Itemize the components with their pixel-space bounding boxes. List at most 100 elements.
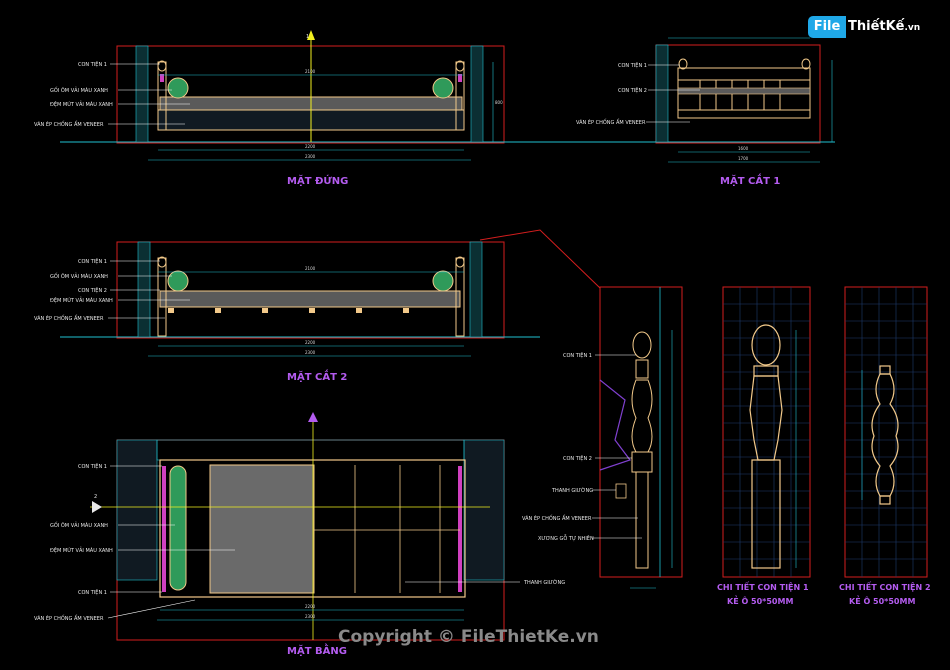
plan-axis-number: 2 (94, 494, 97, 500)
post-detail-turned-post (631, 331, 653, 569)
section1-label-van-ep: VÁN ÉP CHỐNG ẨM VENEER (576, 118, 646, 126)
plan-label-con-tien-1-bottom: CON TIỆN 1 (78, 588, 107, 596)
post-detail-label-con-tien-1: CON TIỆN 1 (563, 351, 592, 359)
section1-label-con-tien-2: CON TIỆN 2 (618, 86, 647, 94)
elevation-right-finial (455, 60, 465, 72)
spindle1-grid (723, 287, 810, 577)
elevation-right-pillow (432, 77, 454, 99)
plan-left-magenta-strip (162, 466, 166, 592)
post-detail-label-van-ep: VÁN ÉP CHỐNG ẨM VENEER (522, 514, 592, 522)
spindle1-frame (722, 286, 811, 578)
elevation-label-con-tien-1: CON TIỆN 1 (78, 60, 107, 68)
logo-tld: .vn (904, 23, 921, 33)
spindle2-subtitle: KẺ Ô 50*50MM (849, 595, 915, 606)
spindle-2-detail-view: CHI TIẾT CON TIỆN 2 KẺ Ô 50*50MM (839, 286, 931, 606)
section2-right-wall-panel (469, 241, 483, 338)
plan-label-goi-om: GỐI ÔM VẢI MÀU XANH (50, 521, 108, 529)
elevation-axis-marker (307, 30, 315, 40)
elevation-label-dem-mut: ĐỆM MÚT VẢI MÀU XANH (50, 100, 113, 108)
section1-dim-bottom2: 1700 (738, 156, 749, 161)
section-2-view: 2100 2200 2300 CON TIỆN 1 GỐI ÔM VẢI MÀU… (34, 229, 601, 383)
section1-mattress (677, 87, 811, 95)
spindle2-frame (844, 286, 928, 578)
section2-dim-top: 2100 (305, 266, 316, 271)
spindle2-shape (871, 365, 899, 505)
spindle1-shape (749, 324, 783, 569)
post-detail-view: CON TIỆN 1 CON TIỆN 2 THANH GIƯỜNG VÁN É… (522, 286, 683, 589)
plan-label-con-tien-1-top: CON TIỆN 1 (78, 462, 107, 470)
section2-title: MẶT CẮT 2 (287, 368, 347, 383)
section1-right-finial (801, 58, 811, 70)
logo-site-name: ThiếtKế.vn (848, 16, 920, 38)
section2-right-finial (455, 256, 465, 268)
section2-left-wall-panel (137, 241, 151, 338)
section2-label-goi-om: GỐI ÔM VẢI MÀU XANH (50, 272, 108, 280)
plan-left-wall (116, 439, 158, 581)
elevation-right-wall-panel (470, 45, 484, 143)
post-detail-rail (615, 483, 627, 499)
logo-site-text: ThiếtKế (848, 19, 905, 34)
section2-label-dem-mut: ĐỆM MÚT VẢI MÀU XANH (50, 296, 113, 304)
post-detail-label-xuong-go: XƯƠNG GỖ TỰ NHIÊN (538, 534, 594, 542)
section2-label-con-tien-2: CON TIỆN 2 (78, 286, 107, 294)
section2-mattress (159, 290, 461, 308)
section1-left-wall-panel (655, 44, 669, 143)
spindle2-title: CHI TIẾT CON TIỆN 2 (839, 580, 931, 592)
copyright-watermark: Copyright © FileThietKe.vn (338, 627, 599, 647)
spindle1-subtitle: KẺ Ô 50*50MM (727, 595, 793, 606)
section2-right-pillow (432, 270, 454, 292)
elevation-left-post (157, 61, 167, 131)
elevation-left-wall-panel (135, 45, 149, 143)
section2-left-pillow (167, 270, 189, 292)
spindle1-title: CHI TIẾT CON TIỆN 1 (717, 580, 809, 592)
plan-dim-bottom2: 2300 (305, 614, 316, 619)
section2-dim-bottom2: 2300 (305, 350, 316, 355)
section1-dim-bottom1: 1600 (738, 146, 749, 151)
section1-title: MẶT CẮT 1 (720, 172, 780, 187)
section2-left-finial (157, 256, 167, 268)
plan-label-thang-giuong: THANH GIƯỜNG (523, 579, 565, 586)
plan-right-wall (463, 439, 505, 581)
post-detail-frame (599, 286, 683, 578)
logo-file-badge: File (808, 16, 846, 38)
plan-label-dem-mut: ĐỆM MÚT VẢI MÀU XANH (50, 546, 113, 554)
elevation-left-magenta-accent (160, 74, 164, 82)
plan-pillow (169, 465, 187, 591)
elevation-dim-bottom1: 2200 (305, 144, 316, 149)
elevation-axis-number: 1 (306, 34, 309, 40)
plan-slats (313, 465, 460, 593)
elevation-right-magenta-accent (458, 74, 462, 82)
spindle-1-detail-view: CHI TIẾT CON TIỆN 1 KẺ Ô 50*50MM (717, 286, 811, 606)
elevation-dim-bottom2: 2300 (305, 154, 316, 159)
section2-dim-bottom1: 2200 (305, 340, 316, 345)
filethietke-logo[interactable]: File ThiếtKế.vn (808, 14, 923, 40)
plan-view: 2 2200 2300 CON TIỆN 1 GỐI ÔM VẢI MÀU XA… (34, 412, 565, 657)
elevation-dim-top: 2100 (305, 69, 316, 74)
plan-bed-frame (159, 459, 466, 598)
post-detail-label-thang-giuong: THANH GIƯỜNG (551, 487, 593, 494)
section2-slats (168, 308, 409, 313)
plan-right-magenta-strip (458, 466, 462, 592)
elevation-title: MẶT ĐỨNG (287, 173, 348, 187)
section1-spindles (678, 79, 810, 111)
spindle2-grid (845, 287, 927, 577)
elevation-left-finial (157, 60, 167, 72)
plan-dim-bottom1: 2200 (305, 604, 316, 609)
elevation-dim-right: 800 (495, 100, 503, 105)
plan-title: MẶT BẰNG (287, 642, 347, 657)
section2-left-post (157, 257, 167, 337)
section-1-view: 1600 1700 CON TIỆN 1 CON TIỆN 2 VÁN ÉP C… (560, 37, 835, 187)
section1-label-con-tien-1: CON TIỆN 1 (618, 61, 647, 69)
plan-label-van-ep: VÁN ÉP CHỐNG ẨM VENEER (34, 614, 104, 622)
section2-label-van-ep: VÁN ÉP CHỐNG ẨM VENEER (34, 314, 104, 322)
plan-leader-van-ep (107, 599, 196, 619)
post-detail-fabric-profile (599, 379, 631, 471)
plan-mattress (209, 464, 315, 594)
elevation-right-post (455, 61, 465, 131)
section2-detail-callout-line (479, 229, 601, 289)
elevation-left-pillow (167, 77, 189, 99)
elevation-label-van-ep: VÁN ÉP CHỐNG ẨM VENEER (34, 120, 104, 128)
plan-axis-marker-top (308, 412, 318, 422)
section2-right-post (455, 257, 465, 337)
